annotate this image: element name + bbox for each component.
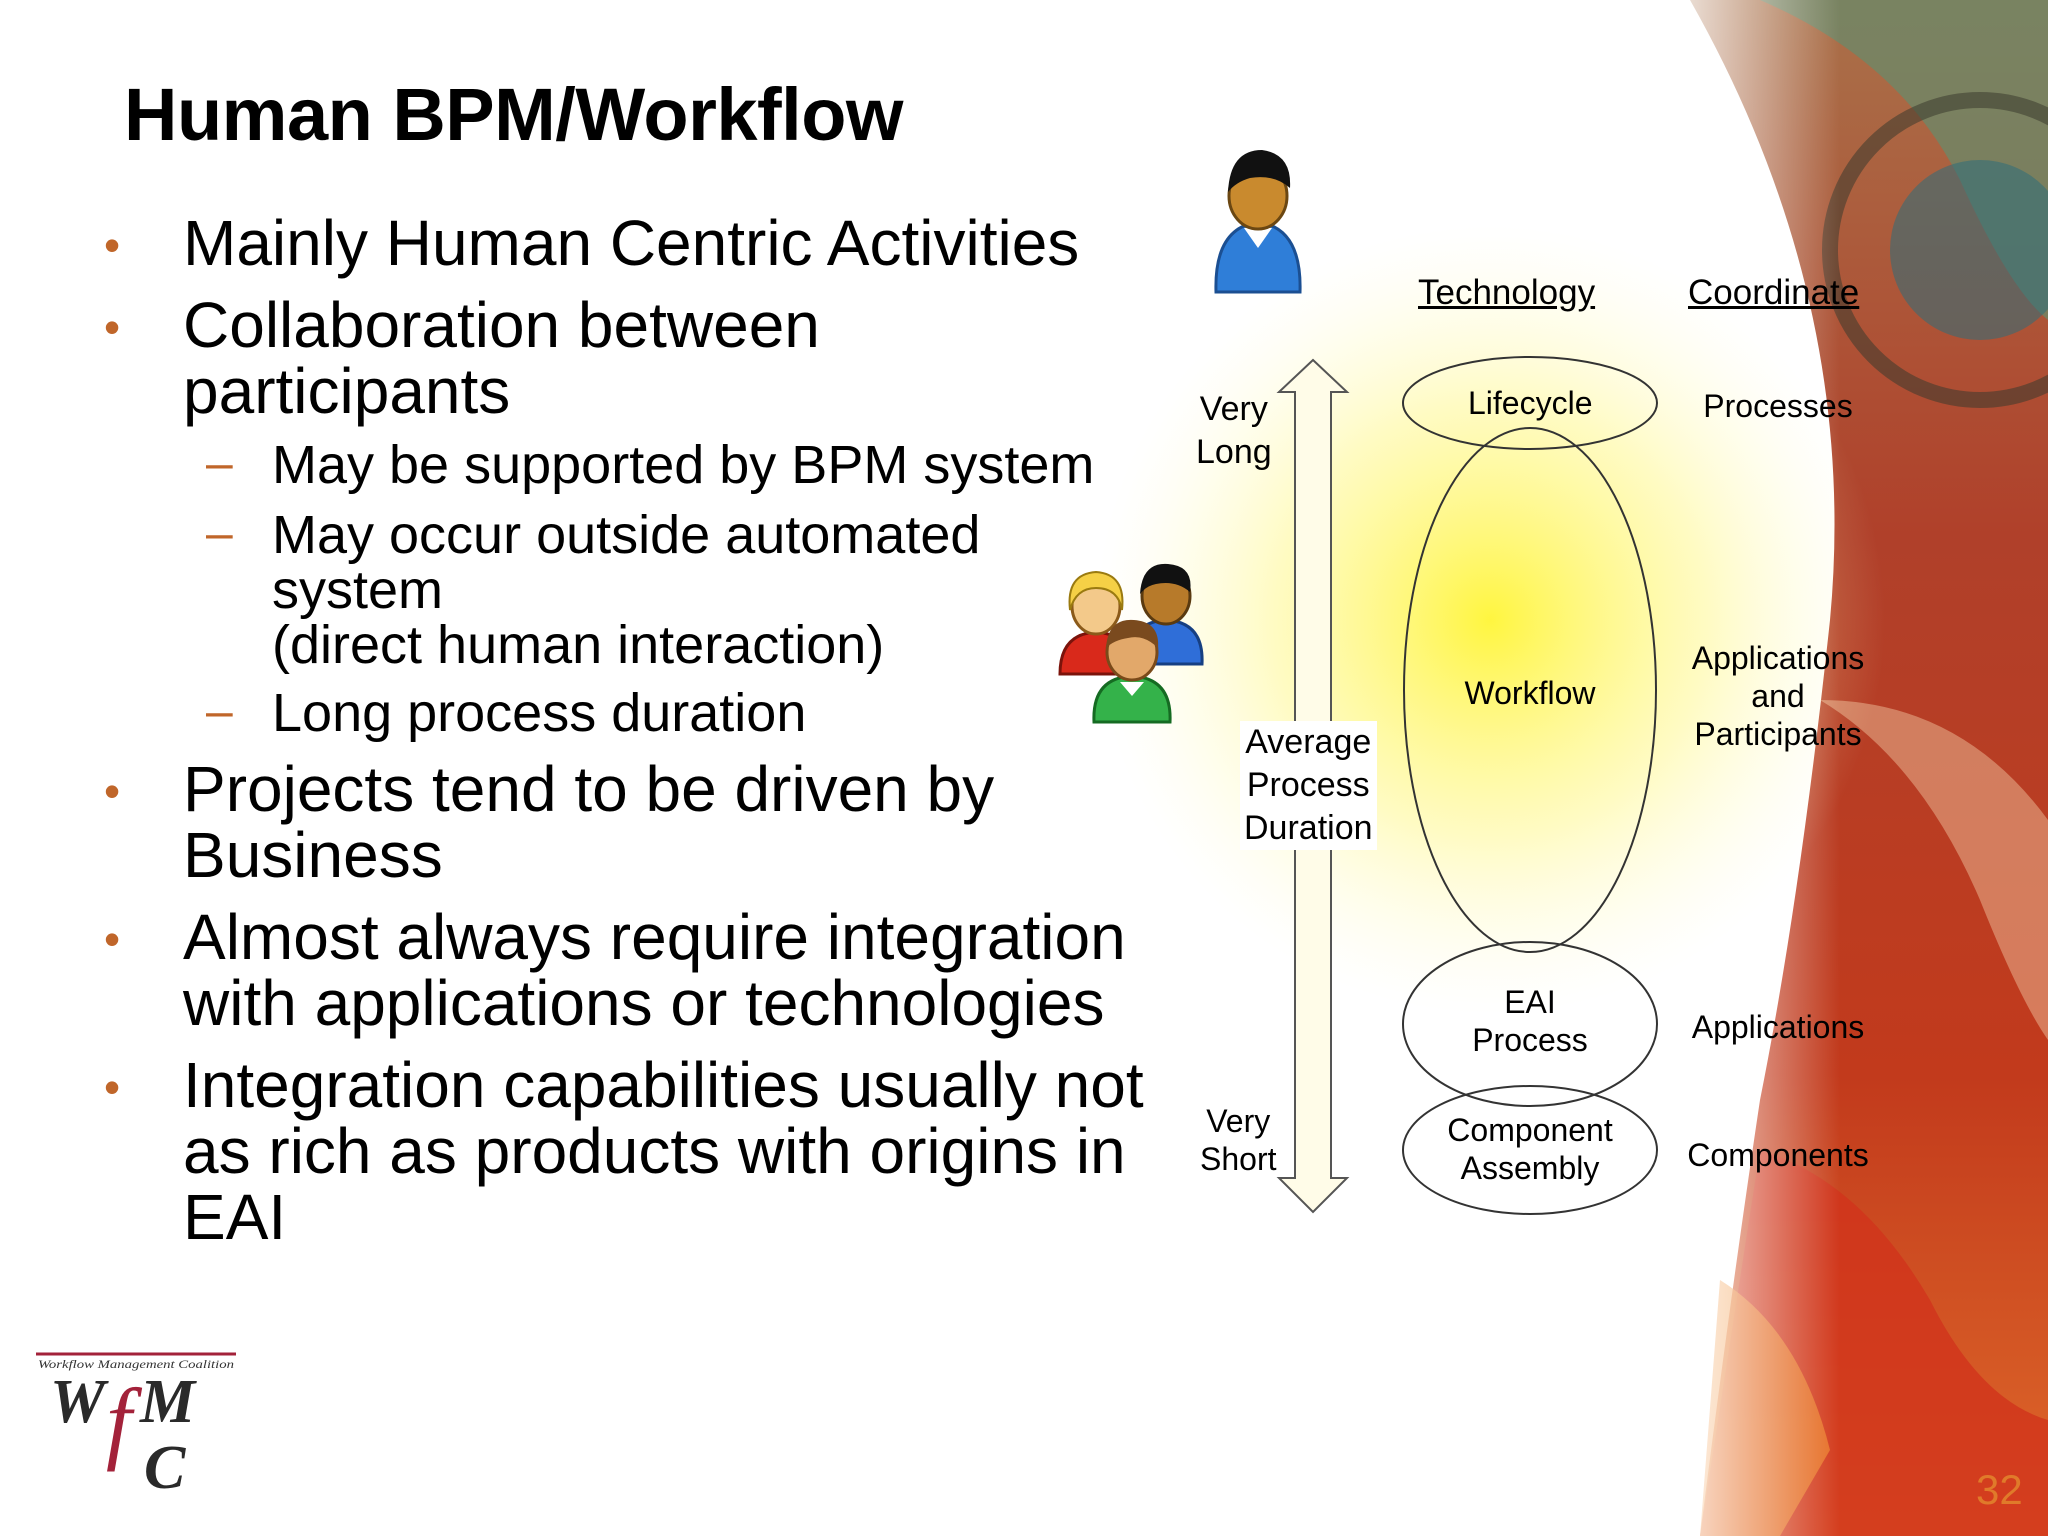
sub-bullet-marker: – — [206, 507, 233, 560]
sub-bullet-marker: – — [206, 437, 233, 490]
svg-text:Workflow Management Coalition: Workflow Management Coalition — [38, 1357, 234, 1371]
slide-title: Human BPM/Workflow — [124, 73, 903, 156]
tech-label-workflow: Workflow — [1464, 675, 1596, 711]
axis-label-top: Very Long — [1196, 390, 1272, 471]
single-user-icon — [1214, 150, 1302, 294]
coord-label-processes: Processes — [1703, 388, 1853, 424]
bullet-marker: • — [104, 301, 121, 353]
bullet-marker: • — [104, 1061, 121, 1113]
tech-label-lifecycle: Lifecycle — [1468, 385, 1593, 421]
header-technology: Technology — [1418, 273, 1596, 312]
tech-label-eai-process: EAI Process — [1472, 984, 1588, 1058]
wfmc-logo: Workflow Management Coalition W f M C — [36, 1352, 236, 1500]
lifecycle-ellipse — [1402, 356, 1658, 450]
sub-bullet-marker: – — [206, 685, 233, 738]
bullet-marker: • — [104, 765, 121, 817]
bullet-item: Projects tend to be driven by Business — [183, 753, 995, 891]
workflow-ellipse — [1403, 427, 1657, 953]
bullet-marker: • — [104, 913, 121, 965]
tech-label-component-assembly: Component Assembly — [1447, 1112, 1613, 1186]
bullet-item: Almost always require integration with a… — [183, 901, 1126, 1039]
header-coordinate: Coordinate — [1688, 273, 1860, 312]
axis-label-middle: Average Process Duration — [1240, 721, 1377, 850]
bullet-item: Collaboration between participants — [183, 289, 820, 427]
eai-process-ellipse — [1402, 941, 1658, 1107]
bullet-marker: • — [104, 219, 121, 271]
bullet-item: Integration capabilities usually not as … — [183, 1049, 1144, 1253]
sub-bullet-item: Long process duration — [272, 683, 807, 743]
axis-label-bottom: Very Short — [1200, 1103, 1277, 1177]
svg-text:C: C — [144, 1434, 186, 1500]
bullet-item: Mainly Human Centric Activities — [183, 207, 1080, 279]
svg-text:W: W — [50, 1368, 109, 1436]
page-number: 32 — [1976, 1466, 2023, 1513]
coord-label-components: Components — [1687, 1137, 1869, 1173]
coord-label-applications: Applications — [1691, 1009, 1865, 1045]
sub-bullet-item: May occur outside automated system (dire… — [272, 505, 981, 675]
svg-text:f: f — [106, 1370, 143, 1472]
svg-text:M: M — [139, 1368, 197, 1436]
user-group-icon — [1058, 563, 1204, 724]
sub-bullet-item: May be supported by BPM system — [272, 435, 1095, 495]
component-assembly-ellipse — [1402, 1085, 1658, 1215]
coord-label-applications-participants: Applications and Participants — [1691, 640, 1865, 752]
